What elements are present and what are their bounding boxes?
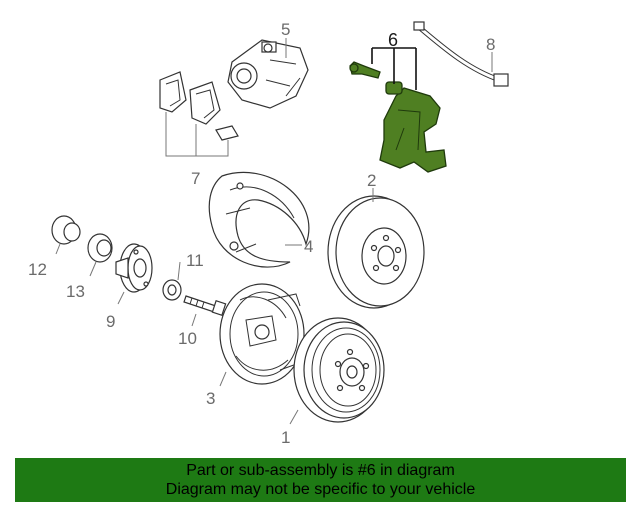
callout-11[interactable]: 11 [186,251,204,270]
info-banner: Part or sub-assembly is #6 in diagram Di… [15,458,626,502]
leader-6 [371,47,417,90]
callout-6[interactable]: 6 [388,30,398,50]
part-13-bearing [87,233,113,263]
callout-1[interactable]: 1 [281,428,290,447]
callout-8[interactable]: 8 [486,35,495,54]
callout-10[interactable]: 10 [178,329,197,348]
callout-7[interactable]: 7 [191,169,200,188]
part-4-splash-shield [208,171,310,268]
banner-line-1: Part or sub-assembly is #6 in diagram [186,462,455,479]
leader-11 [177,261,181,281]
leader-9 [117,291,125,305]
callout-13[interactable]: 13 [66,282,85,301]
leader-1 [289,409,299,425]
callout-2[interactable]: 2 [367,171,376,190]
callout-9[interactable]: 9 [106,312,115,331]
parts-diagram: 5 7 6 8 4 [28,20,509,447]
leader-13 [89,261,97,277]
callout-4[interactable]: 4 [304,237,313,256]
part-3-backing-plate [219,283,305,385]
callout-5[interactable]: 5 [281,20,290,39]
leader-12 [55,243,61,255]
part-10-bolt [183,295,227,317]
part-7-brake-pads [159,71,239,157]
callout-12[interactable]: 12 [28,260,47,279]
part-6-caliper-bracket [349,61,447,173]
part-9-wheel-hub [115,243,153,293]
part-12-hub-nut [51,215,81,245]
leader-3 [219,371,227,387]
part-8-brake-hose [413,21,509,87]
banner-line-2: Diagram may not be specific to your vehi… [165,481,476,498]
part-2-brake-rotor [327,195,425,309]
callout-3[interactable]: 3 [206,389,215,408]
part-5-caliper [227,39,309,109]
part-11-washer [162,279,182,301]
leader-10 [191,313,197,327]
part-1-brake-drum [293,317,385,423]
